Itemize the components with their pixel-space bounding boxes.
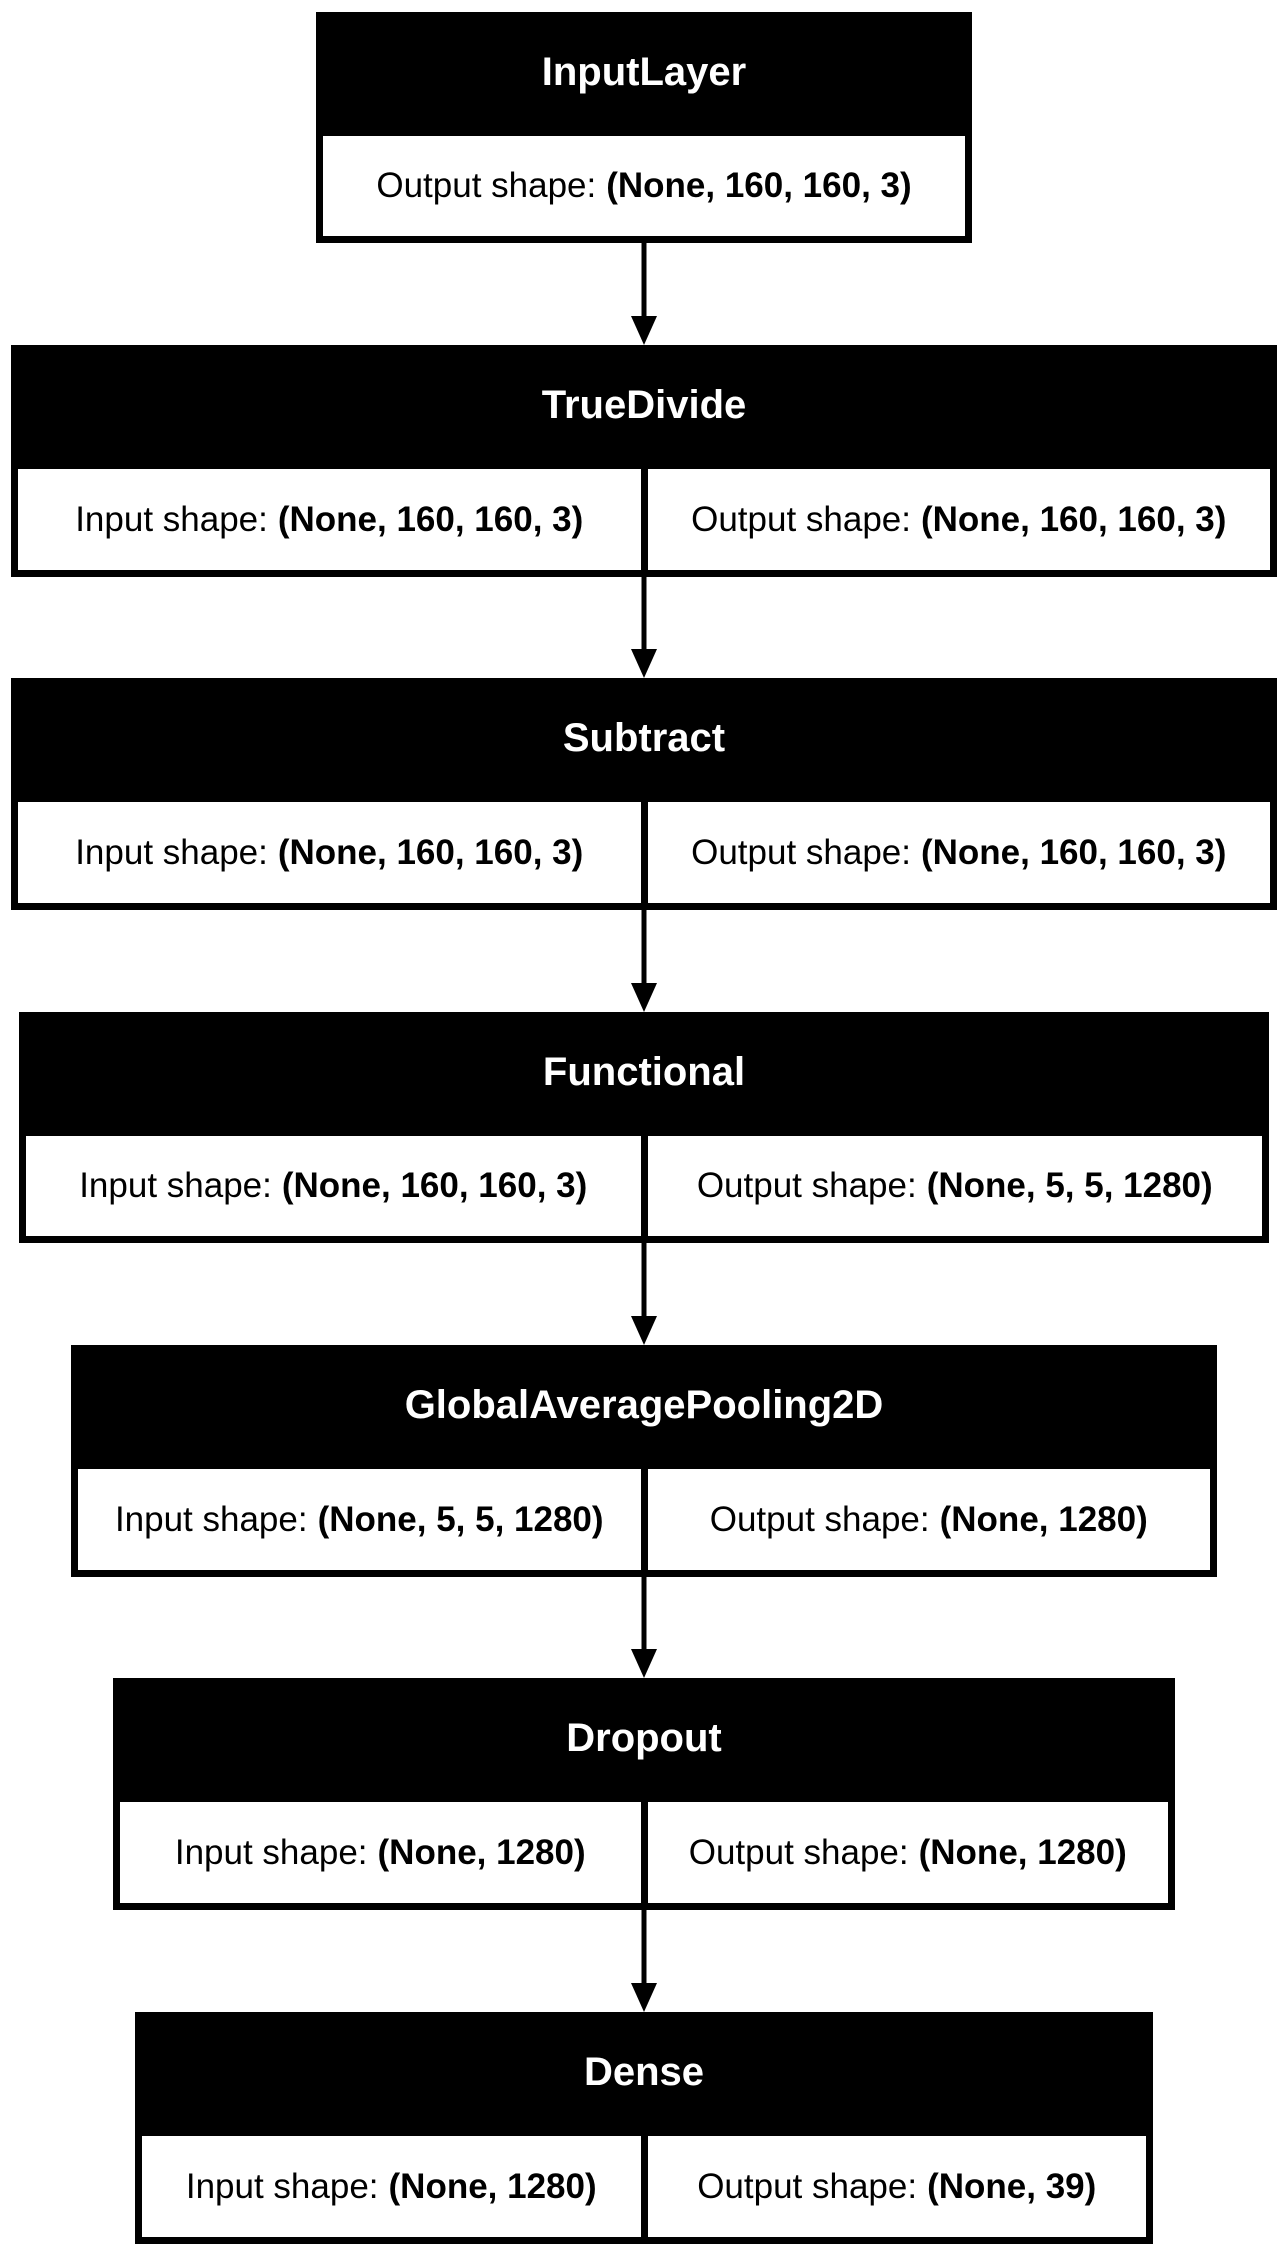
shape-label: Output shape: [697,2166,918,2206]
output-shape-cell: Output shape: (None, 160, 160, 3) [323,136,965,236]
arrow-truedivide-to-subtract [631,577,657,678]
shape-value: (None, 160, 160, 3) [277,832,584,872]
input-shape-cell: Input shape: (None, 5, 5, 1280) [78,1469,641,1570]
shape-value: (None, 5, 5, 1280) [926,1166,1213,1205]
layer-name: TrueDivide [541,382,747,427]
layer-node-functional: Functional Input shape: (None, 160, 160,… [19,1012,1269,1243]
output-shape-cell: Output shape: (None, 5, 5, 1280) [647,1136,1262,1236]
input-shape-cell: Input shape: (None, 1280) [142,2136,641,2237]
shape-label: Output shape: [696,1166,917,1205]
layer-node-inputlayer: InputLayer Output shape: (None, 160, 160… [316,12,972,243]
input-shape-cell: Input shape: (None, 160, 160, 3) [18,469,641,570]
output-shape-cell: Output shape: (None, 160, 160, 3) [647,802,1270,903]
input-shape-cell: Input shape: (None, 1280) [120,1802,641,1903]
shape-value: (None, 160, 160, 3) [277,499,584,539]
layer-node-truedivide: TrueDivide Input shape: (None, 160, 160,… [11,345,1277,577]
output-shape-cell: Output shape: (None, 160, 160, 3) [647,469,1270,570]
shape-value: (None, 160, 160, 3) [920,832,1227,872]
shape-value: (None, 160, 160, 3) [920,499,1227,539]
shape-label: Input shape: [75,499,268,539]
layer-node-globalaveragepooling2d: GlobalAveragePooling2D Input shape: (Non… [71,1345,1217,1577]
arrow-dropout-to-dense [631,1910,657,2012]
output-shape-cell: Output shape: (None, 1280) [647,1469,1210,1570]
output-shape-cell: Output shape: (None, 1280) [647,1802,1168,1903]
input-shape-cell: Input shape: (None, 160, 160, 3) [26,1136,641,1236]
layer-name: Dropout [566,1715,722,1760]
shape-label: Output shape: [691,499,911,539]
shape-label: Input shape: [174,1832,368,1872]
arrow-functional-to-globalaveragepooling2d [631,1243,657,1345]
output-shape-cell: Output shape: (None, 39) [647,2136,1146,2237]
input-shape-cell: Input shape: (None, 160, 160, 3) [18,802,641,903]
shape-value: (None, 1280) [388,2166,597,2206]
arrow-inputlayer-to-truedivide [631,243,657,345]
shape-value: (None, 160, 160, 3) [281,1166,588,1205]
shape-label: Output shape: [691,832,911,872]
shape-label: Output shape: [376,166,597,205]
layer-name: GlobalAveragePooling2D [404,1382,884,1427]
shape-value: (None, 160, 160, 3) [606,166,912,205]
shape-label: Input shape: [185,2166,379,2206]
layer-name: Subtract [562,715,726,760]
shape-label: Output shape: [688,1832,909,1872]
shape-value: (None, 1280) [377,1832,586,1872]
arrow-subtract-to-functional [631,910,657,1012]
shape-label: Input shape: [75,832,268,872]
shape-value: (None, 39) [927,2166,1097,2206]
shape-value: (None, 5, 5, 1280) [317,1499,604,1539]
arrow-globalaveragepooling2d-to-dropout [631,1577,657,1678]
layer-name: Dense [583,2049,705,2094]
layer-name: InputLayer [541,49,747,94]
shape-label: Input shape: [79,1166,272,1205]
layer-node-subtract: Subtract Input shape: (None, 160, 160, 3… [11,678,1277,910]
layer-name: Functional [542,1049,746,1094]
shape-value: (None, 1280) [918,1832,1127,1872]
shape-value: (None, 1280) [939,1499,1148,1539]
layer-node-dropout: Dropout Input shape: (None, 1280) Output… [113,1678,1175,1910]
layer-node-dense: Dense Input shape: (None, 1280) Output s… [135,2012,1153,2244]
shape-label: Output shape: [709,1499,930,1539]
shape-label: Input shape: [114,1499,308,1539]
